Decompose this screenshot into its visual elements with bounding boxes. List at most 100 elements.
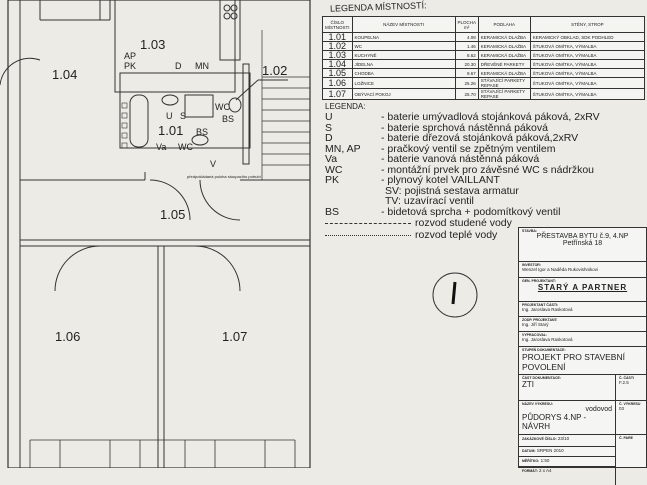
fixture-wc: WC bbox=[215, 102, 230, 112]
room-label-1-06: 1.06 bbox=[55, 329, 81, 344]
investor: Wenzel Igor a Naděda Rukovishnikovi bbox=[522, 267, 598, 272]
table-cell: ŠTUKOVÁ OMÍTKA, VÝMALBA bbox=[529, 41, 646, 51]
legend-title: LEGENDA: bbox=[325, 102, 366, 111]
legend-pk-sv: SV: pojistná sestava armatur bbox=[385, 184, 519, 197]
rooms-legend-title: LEGENDA MÍSTNOSTÍ: bbox=[329, 0, 427, 14]
room-label-1-05: 1.05 bbox=[160, 207, 186, 222]
table-cell: OBÝVACÍ POKOJ bbox=[351, 88, 456, 100]
table-cell: KERAMICKÁ DLAŽBA bbox=[477, 41, 531, 51]
riser-note: předpokládaná poloha stoupacího potrubí bbox=[187, 174, 261, 179]
legend-desc: - baterie sprchová nástěnná páková bbox=[381, 121, 548, 134]
legend-item: BS - bidetová sprcha + podomítkový ventil bbox=[325, 205, 600, 218]
format: 2 x A4 bbox=[539, 468, 552, 473]
legend-key: WC bbox=[325, 163, 343, 176]
table-cell: 25.26 bbox=[454, 77, 479, 89]
table-cell: 4.08 bbox=[454, 32, 479, 42]
table-cell: ŠTUKOVÁ OMÍTKA, VÝMALBA bbox=[529, 59, 646, 69]
project-address: Petřínská 18 bbox=[562, 240, 603, 247]
legend-key: BS bbox=[325, 205, 340, 218]
room-label-1-02: 1.02 bbox=[262, 63, 288, 78]
table-cell: 9.67 bbox=[454, 68, 479, 78]
designer: Ing. Jaroslava Raskotová bbox=[522, 307, 573, 312]
col-header: PLOCHA m² bbox=[454, 16, 479, 33]
table-cell: CHODBA bbox=[351, 68, 456, 78]
date: SRPEN 2010 bbox=[536, 448, 564, 453]
fixture-bs-bath: BS bbox=[196, 127, 209, 137]
table-cell: STÁVAJÍCÍ PARKETY REPASE bbox=[477, 77, 531, 89]
fixture-s: S bbox=[180, 111, 187, 121]
legend-item: D - baterie dřezová stojánková páková,2xR… bbox=[325, 133, 600, 144]
company-logo: STARÝ A PARTNER bbox=[537, 283, 628, 292]
legend-desc: - baterie dřezová stojánková páková,2xRV bbox=[381, 132, 579, 144]
legend-key: Va bbox=[325, 153, 338, 165]
caption: DATUM: bbox=[522, 449, 536, 453]
fixture-mn: MN bbox=[195, 61, 209, 71]
legend-desc: - bidetová sprcha + podomítkový ventil bbox=[381, 205, 561, 218]
order-number: 23/10 bbox=[557, 436, 570, 441]
table-cell: LOŽNICE bbox=[351, 77, 456, 89]
legend-desc: - baterie umývadlová stojánková páková, … bbox=[381, 111, 600, 123]
table-cell: JÍDELNA bbox=[351, 59, 456, 69]
room-label-1-01: 1.01 bbox=[158, 123, 184, 138]
fixture-va: Va bbox=[156, 142, 167, 152]
table-cell: ŠTUKOVÁ OMÍTKA, VÝMALBA bbox=[529, 88, 646, 100]
fixture-pk: PK bbox=[124, 61, 137, 71]
floor-plan-drawing bbox=[0, 0, 311, 468]
table-cell: KERAMICKÁ DLAŽBA bbox=[477, 50, 531, 60]
legend-desc: - montážní prvek pro závěsné WC s nádržk… bbox=[381, 163, 595, 176]
legend-item: Va- baterie vanová nástěnná páková bbox=[325, 154, 600, 165]
legend-key: D bbox=[325, 132, 333, 144]
fixture-d: D bbox=[175, 61, 182, 71]
legend-item: S- baterie sprchová nástěnná páková bbox=[325, 121, 600, 134]
table-cell: 1.07 bbox=[322, 88, 353, 100]
table-cell: 25.70 bbox=[454, 88, 479, 100]
caption: FORMÁT: bbox=[522, 469, 538, 473]
table-cell: 1.46 bbox=[454, 41, 479, 51]
table-cell: DŘEVĚNÉ PARKETY bbox=[477, 59, 531, 69]
table-cell: KERAMICKÝ OBKLAD, SDK PODHLED bbox=[529, 32, 646, 42]
documentation-stage: PROJEKT PRO STAVEBNÍ POVOLENÍ bbox=[522, 352, 625, 372]
drawing-name-1: vodovod bbox=[585, 406, 612, 413]
fixture-v: V bbox=[210, 159, 217, 169]
legend-item: MN, AP - pračkový ventil se zpětným venti… bbox=[325, 142, 600, 155]
fixture-wc-bath: WC bbox=[178, 142, 193, 152]
table-cell: WC bbox=[351, 41, 456, 51]
caption: Č. VÝKRESU bbox=[619, 402, 641, 406]
legend-key: PK bbox=[325, 174, 340, 186]
table-cell: KUCHYNĚ bbox=[351, 50, 456, 60]
legend-hot-label: rozvod teplé vody bbox=[415, 229, 498, 241]
legend: LEGENDA: U- baterie umývadlová stojánkov… bbox=[325, 103, 600, 217]
room-label-1-03: 1.03 bbox=[140, 37, 166, 52]
caption: Č. PARE bbox=[619, 436, 633, 440]
legend-desc: - pračkový ventil se zpětným ventilem bbox=[381, 142, 556, 155]
table-cell: STÁVAJÍCÍ PARKETY REPASE bbox=[477, 88, 531, 100]
caption: PROJEKTANT ČÁSTI: bbox=[522, 303, 559, 307]
dotted-line-icon bbox=[325, 234, 411, 236]
caption: GEN. PROJEKTANT: bbox=[522, 279, 556, 283]
legend-item: PK- plynový kotel VAILLANT bbox=[325, 175, 600, 186]
col-header: NÁZEV MÍSTNOSTI bbox=[351, 16, 456, 33]
drawing-number: 03 bbox=[619, 406, 625, 411]
room-label-1-04: 1.04 bbox=[52, 67, 78, 82]
caption: ZODP. PROJEKTANT: bbox=[522, 318, 558, 322]
table-cell: 20.30 bbox=[454, 59, 479, 69]
legend-item: U- baterie umývadlová stojánková páková,… bbox=[325, 112, 600, 123]
legend-key: MN, AP bbox=[325, 142, 361, 155]
table-cell: KERAMICKÁ DLAŽBA bbox=[477, 32, 531, 42]
caption: STUPEŇ DOKUMENTACE: bbox=[522, 348, 566, 352]
col-header: ČÍSLO MÍSTNOSTI bbox=[322, 16, 353, 33]
caption: Č. ČÁSTI bbox=[619, 376, 634, 380]
legend-item: WC - montážní prvek pro závěsné WC s nádr… bbox=[325, 163, 600, 176]
table-cell: KERAMICKÁ DLAŽBA bbox=[477, 68, 531, 78]
doc-part: ZTI bbox=[522, 380, 534, 389]
table-cell: 1.05 bbox=[322, 68, 353, 78]
caption: VYPRACOVAL: bbox=[522, 333, 548, 337]
fixture-ap: AP bbox=[124, 51, 137, 61]
fixture-bs: BS bbox=[222, 114, 235, 124]
caption: NÁZEV VÝKRESU: bbox=[522, 402, 553, 406]
table-cell: 8.62 bbox=[454, 50, 479, 60]
